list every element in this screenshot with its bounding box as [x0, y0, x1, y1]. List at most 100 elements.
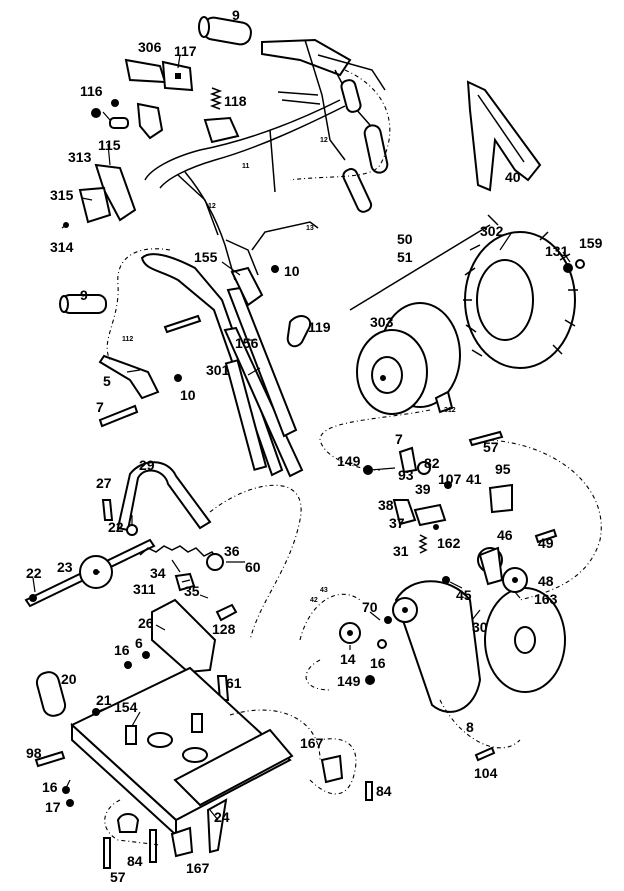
callout-29: 29: [139, 457, 155, 473]
callout-162: 162: [437, 535, 461, 551]
bracket-29: [116, 461, 212, 536]
callout-149-lower: 149: [337, 673, 361, 689]
callout-82: 82: [424, 455, 440, 471]
small-label-13: 13: [306, 225, 314, 232]
callout-95: 95: [495, 461, 511, 477]
callout-38: 38: [378, 497, 394, 513]
callout-30: 30: [472, 619, 488, 635]
callout-6: 6: [135, 635, 143, 651]
callout-154: 154: [114, 699, 138, 715]
callout-16-center: 16: [370, 655, 386, 671]
wheel-assembly: [349, 214, 585, 415]
handle-bracket-right: [203, 116, 240, 144]
base-frame: [35, 666, 294, 854]
callout-115: 115: [98, 137, 121, 153]
small-label-12-cable: 12: [320, 137, 328, 144]
small-label-11: 11: [242, 163, 250, 170]
callout-41: 41: [466, 471, 482, 487]
callout-24: 24: [214, 809, 230, 825]
callout-14: 14: [340, 651, 356, 667]
callout-5: 5: [103, 373, 111, 389]
callout-40: 40: [505, 169, 521, 185]
clip-119: [286, 315, 311, 348]
callout-156: 156: [235, 335, 259, 351]
callout-26: 26: [138, 615, 154, 631]
callout-51: 51: [397, 249, 413, 265]
callout-98: 98: [26, 745, 42, 761]
callout-39: 39: [415, 481, 431, 497]
callout-21: 21: [96, 692, 112, 708]
callout-163: 163: [534, 591, 558, 607]
handle-grip-top: [198, 16, 389, 213]
leader-lines: [32, 54, 571, 821]
callout-311: 311: [133, 581, 156, 597]
callout-20: 20: [61, 671, 77, 687]
callout-167-bottom: 167: [186, 860, 210, 876]
callout-107: 107: [438, 471, 462, 487]
callout-116: 116: [80, 83, 103, 99]
callout-84-right: 84: [376, 783, 392, 799]
callout-10-upper: 10: [284, 263, 300, 279]
callout-131: 131: [545, 243, 569, 259]
callout-155: 155: [194, 249, 218, 265]
callout-60: 60: [245, 559, 261, 575]
callout-45: 45: [456, 587, 472, 603]
callout-37: 37: [389, 515, 405, 531]
callout-315: 315: [50, 187, 74, 203]
callout-301: 301: [206, 362, 230, 378]
callout-16-bottom: 16: [42, 779, 58, 795]
handle-grip-left: [59, 294, 107, 314]
idler-bracket-37: [392, 483, 513, 554]
small-label-43: 43: [320, 587, 328, 594]
callout-16-left: 16: [114, 642, 130, 658]
callout-302: 302: [480, 223, 504, 239]
callout-149-top: 149: [337, 453, 361, 469]
chain-34: [139, 545, 224, 592]
bracket-167: [116, 754, 344, 858]
callout-57-bottom: 57: [110, 869, 126, 885]
callout-35: 35: [184, 583, 200, 599]
callout-128: 128: [212, 621, 236, 637]
bracket-116: [91, 99, 164, 140]
callout-117: 117: [174, 43, 197, 59]
callout-48: 48: [538, 573, 554, 589]
callout-9-top: 9: [232, 7, 240, 23]
dashed-reference-lines: [104, 69, 602, 846]
washers-82: [363, 446, 452, 489]
small-label-42: 42: [310, 597, 318, 604]
callout-104: 104: [474, 765, 498, 781]
callout-31: 31: [393, 543, 409, 559]
callout-9-left: 9: [80, 287, 88, 303]
handle-frame: [140, 253, 304, 478]
small-label-112: 112: [122, 336, 133, 343]
bolts: [34, 314, 558, 869]
callout-61: 61: [226, 675, 242, 691]
small-labels: 12 11 12 13 112 312 43 42: [122, 137, 456, 604]
callout-93: 93: [398, 467, 414, 483]
small-label-12-rod: 12: [208, 203, 216, 210]
callout-23: 23: [57, 559, 73, 575]
callout-27: 27: [96, 475, 112, 491]
callout-303: 303: [370, 314, 394, 330]
callout-labels: 9 306 117 116 118 313 115 315 314 40 50 …: [26, 7, 603, 885]
callout-46: 46: [497, 527, 513, 543]
callout-159: 159: [579, 235, 603, 251]
callout-306: 306: [138, 39, 162, 55]
idler-pulley-46: [442, 546, 528, 593]
bearing-14: [339, 616, 392, 685]
callout-84-bottom: 84: [127, 853, 143, 869]
callout-36: 36: [224, 543, 240, 559]
drive-shaft-22: [24, 538, 156, 608]
callout-57-top: 57: [483, 439, 499, 455]
callout-70: 70: [362, 599, 378, 615]
lever-bracket-313: [63, 163, 137, 228]
spring-118: [209, 87, 223, 110]
callout-22-lower: 22: [26, 565, 42, 581]
callout-8: 8: [466, 719, 474, 735]
callout-314: 314: [50, 239, 74, 255]
callout-119: 119: [308, 319, 331, 335]
plate-26: [124, 598, 217, 674]
callout-313: 313: [68, 149, 92, 165]
callout-49: 49: [538, 535, 554, 551]
